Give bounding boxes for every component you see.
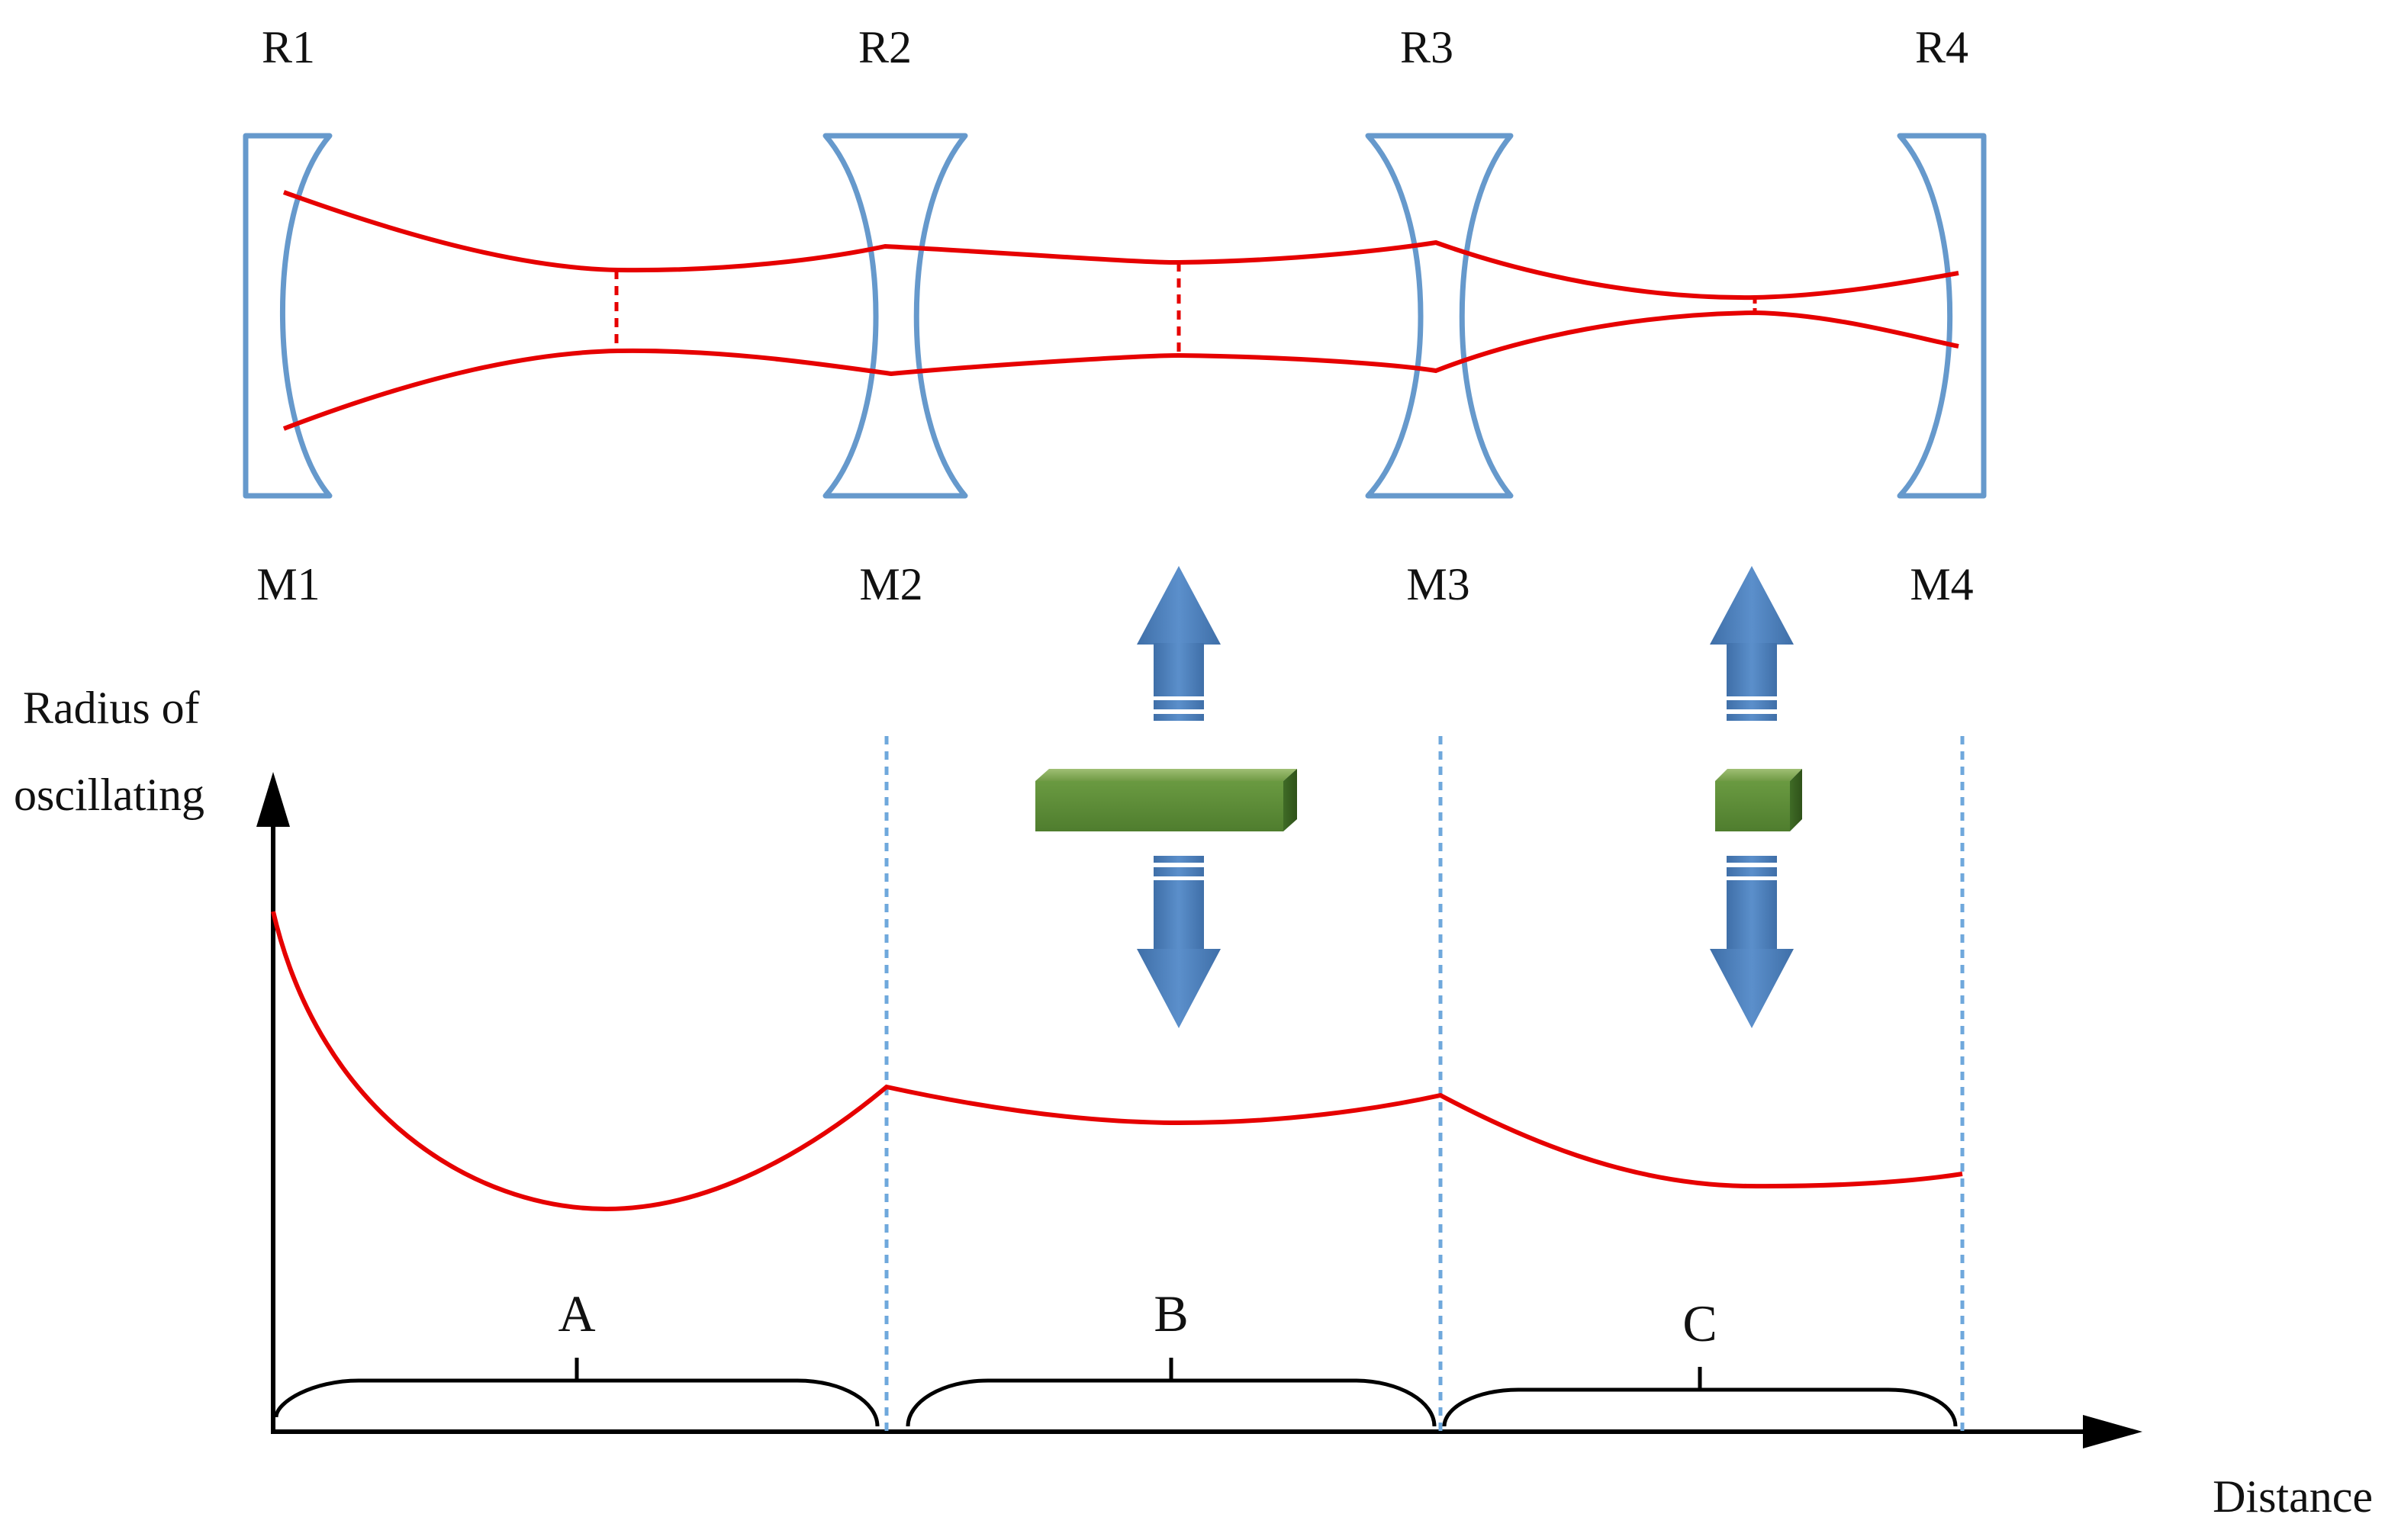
y-axis-label-line1: Radius of	[23, 683, 200, 733]
mirror-label-m1: M1	[256, 559, 320, 609]
mirror-m2-icon	[822, 133, 968, 499]
region-c-bracket	[1442, 1387, 1958, 1427]
region-label-b: B	[1154, 1284, 1188, 1342]
radius-curve	[271, 911, 1963, 1212]
region-label-c: C	[1682, 1294, 1717, 1352]
mirror-m1-icon	[243, 133, 333, 499]
beam-lower-edge	[282, 310, 1959, 431]
mirror-m4-icon	[1897, 133, 1987, 499]
arrow-down-icon	[1137, 856, 1221, 1028]
radius-label-r1: R1	[262, 22, 315, 72]
cavity: R1 R2 R3 R4 M1 M2 M3 M4	[243, 22, 1987, 609]
region-a-bracket	[274, 1378, 880, 1427]
x-axis-arrow-icon	[2083, 1415, 2142, 1448]
region-b-bracket	[906, 1378, 1437, 1427]
crystal-b-assembly	[1035, 566, 1297, 1028]
radius-label-r2: R2	[858, 22, 912, 72]
y-axis-label-line2: oscillating	[14, 770, 204, 820]
crystal-c-assembly	[1710, 566, 1802, 1028]
y-axis-arrow-icon	[256, 772, 290, 827]
radius-plot: A B C Radius of oscillating Distance	[14, 683, 2373, 1522]
x-axis-label: Distance	[2213, 1471, 2373, 1522]
arrow-up-icon	[1137, 566, 1221, 721]
beam-upper-edge	[282, 190, 1959, 301]
mirror-m3-icon	[1365, 133, 1514, 499]
mirror-label-m2: M2	[859, 559, 922, 609]
radius-label-r4: R4	[1915, 22, 1968, 72]
arrow-down-icon	[1710, 856, 1794, 1028]
arrow-up-icon	[1710, 566, 1794, 721]
region-label-a: A	[558, 1284, 595, 1342]
crystal-c-icon	[1715, 769, 1802, 831]
radius-label-r3: R3	[1400, 22, 1453, 72]
mirror-label-m4: M4	[1910, 559, 1973, 609]
crystal-b-icon	[1035, 769, 1297, 831]
mirror-label-m3: M3	[1406, 559, 1469, 609]
